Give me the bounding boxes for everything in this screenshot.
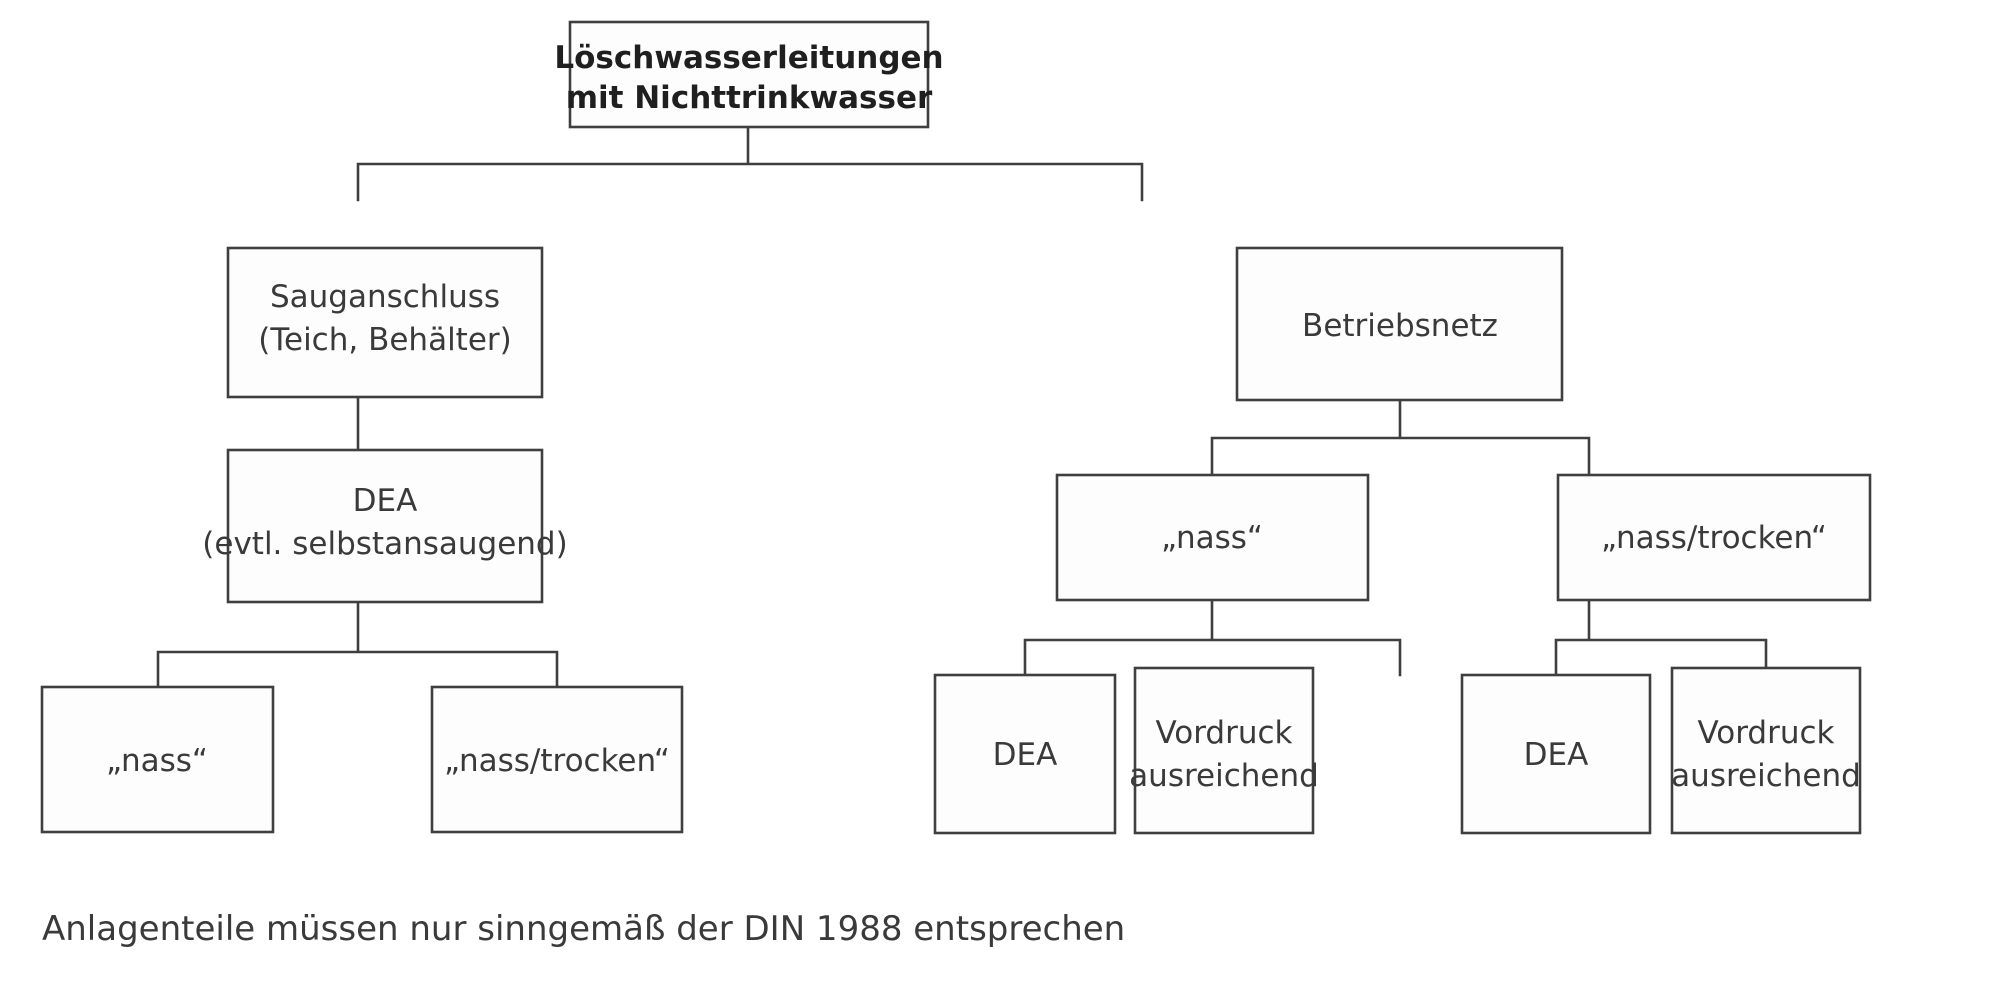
node-vordruck-r2-line-1: Vordruck [1697, 715, 1834, 751]
node-betriebsnetz[interactable]: Betriebsnetz [1235, 246, 1564, 402]
node-dea-r1[interactable]: DEA [933, 673, 1117, 835]
node-vordruck-r1[interactable]: Vordruck ausreichend [1129, 666, 1319, 835]
connector-nass-right-leaves [1023, 598, 1402, 677]
node-betriebsnetz-box[interactable] [1235, 246, 1564, 402]
node-sauganschluss-line-2: (Teich, Behälter) [258, 322, 512, 358]
node-vordruck-r1-line-2: ausreichend [1129, 758, 1319, 794]
node-nass-right-box[interactable] [1055, 473, 1370, 602]
node-dea-r2-box[interactable] [1460, 673, 1652, 835]
node-dea-left-line-2: (evtl. selbstansaugend) [202, 526, 567, 562]
node-nasstrocken-right[interactable]: „nass/trocken“ [1556, 473, 1872, 602]
node-nass-left-label: „nass“ [106, 743, 208, 779]
node-vordruck-r1-box[interactable] [1133, 666, 1315, 835]
node-dea-left-box[interactable] [226, 448, 544, 604]
node-dea-r2-label: DEA [1524, 737, 1589, 773]
node-sauganschluss[interactable]: Sauganschluss (Teich, Behälter) [226, 246, 544, 399]
node-nass-left-box[interactable] [40, 685, 275, 834]
node-root[interactable]: Löschwasserleitungen mit Nichttrinkwasse… [554, 20, 944, 129]
node-vordruck-r2-line-2: ausreichend [1671, 758, 1861, 794]
diagram-caption: Anlagenteile müssen nur sinngemäß der DI… [42, 909, 1125, 949]
node-betriebsnetz-label: Betriebsnetz [1302, 308, 1498, 344]
node-root-line-2: mit Nichttrinkwasser [566, 80, 933, 116]
node-root-box[interactable] [568, 20, 930, 129]
node-nasstrocken-left-label: „nass/trocken“ [444, 743, 670, 779]
node-sauganschluss-line-1: Sauganschluss [270, 279, 500, 315]
node-vordruck-r2[interactable]: Vordruck ausreichend [1670, 666, 1862, 835]
node-dea-r2[interactable]: DEA [1460, 673, 1652, 835]
node-nasstrocken-right-box[interactable] [1556, 473, 1872, 602]
node-sauganschluss-box[interactable] [226, 246, 544, 399]
node-dea-r1-box[interactable] [933, 673, 1117, 835]
node-dea-left-line-1: DEA [353, 483, 418, 519]
node-nasstrocken-left[interactable]: „nass/trocken“ [430, 685, 684, 834]
node-dea-left[interactable]: DEA (evtl. selbstansaugend) [202, 448, 568, 604]
node-root-line-1: Löschwasserleitungen [554, 40, 943, 76]
connector-betriebsnetz-bus [1210, 398, 1591, 477]
node-vordruck-r1-line-1: Vordruck [1155, 715, 1292, 751]
node-nasstrocken-right-label: „nass/trocken“ [1601, 520, 1827, 556]
node-nasstrocken-left-box[interactable] [430, 685, 684, 834]
connector-group [156, 125, 1768, 689]
node-nass-right[interactable]: „nass“ [1055, 473, 1370, 602]
connector-nasstrocken-right-leaves [1554, 598, 1768, 677]
connector-root-bus [356, 125, 1144, 202]
connector-dea-leaves [156, 600, 559, 689]
node-nass-right-label: „nass“ [1161, 520, 1263, 556]
node-dea-r1-label: DEA [993, 737, 1058, 773]
node-vordruck-r2-box[interactable] [1670, 666, 1862, 835]
node-nass-left[interactable]: „nass“ [40, 685, 275, 834]
